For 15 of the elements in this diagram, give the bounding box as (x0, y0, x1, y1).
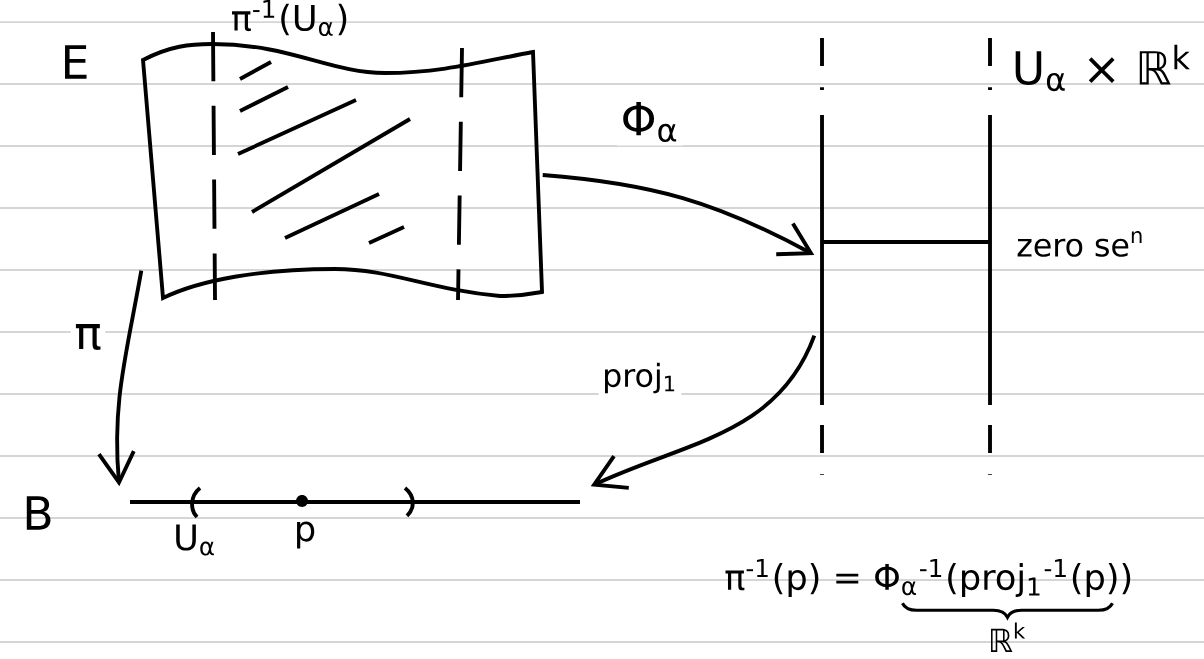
region-label: π$^{-1}$(U$_{α}$) (232, 0, 347, 37)
edge-label: Φ$_{α}$ (617, 98, 683, 146)
arrow (542, 173, 815, 257)
arrow (97, 270, 144, 487)
point-label: p (297, 521, 315, 549)
space-label: B (26, 496, 51, 530)
edge-label: π (70, 320, 106, 354)
space-label: U$_{α}$ × ℝ$^{k}$ (1015, 44, 1190, 92)
brace-label: ℝ$^{k}$ (991, 622, 1026, 652)
arrow (590, 334, 817, 490)
edge-label: proj$_{1}$ (598, 359, 682, 397)
point-label: U$_{α}$ (176, 524, 214, 556)
space-label: E (65, 45, 87, 79)
section-label: zero se$^{n}$ (1017, 231, 1142, 257)
formula-label: π$^{-1}$(p) = Φ$_{α}$$^{-1}$(proj$_{1}$$^{-1}$(p)) (725, 559, 1131, 597)
